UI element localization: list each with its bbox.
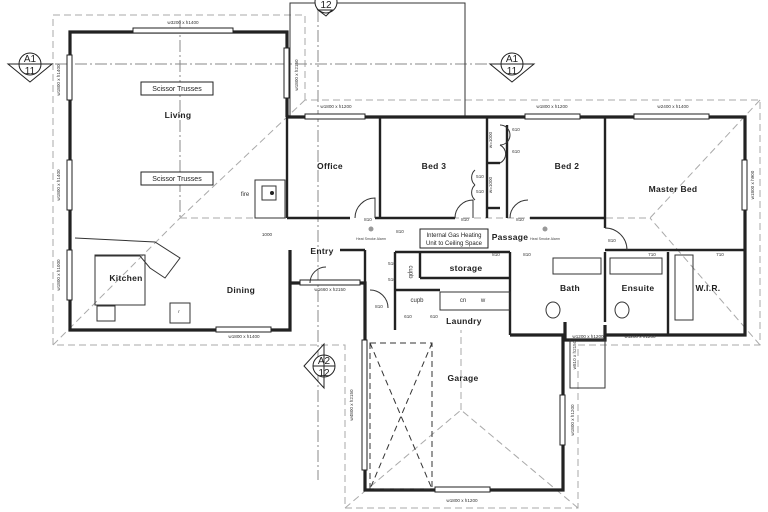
door-size: 810 <box>375 304 383 309</box>
w-label: w <box>480 298 486 304</box>
smoke-alarm-label: Heat Smoke Alarm <box>356 237 386 241</box>
svg-text:w=1000: w=1000 <box>488 131 493 148</box>
cn-label: cn <box>460 298 466 304</box>
room-bed3: Bed 3 <box>422 161 447 171</box>
svg-text:w1800 x h1400: w1800 x h1400 <box>56 169 61 201</box>
marker-bottom: 11 <box>25 66 36 77</box>
svg-text:w1200 x h1200: w1200 x h1200 <box>624 334 656 339</box>
svg-text:w1800 x h1200: w1800 x h1200 <box>446 498 478 503</box>
marker-top: A1 <box>506 54 519 65</box>
door-size: 610 <box>512 127 520 132</box>
door-size: 710 <box>716 252 724 257</box>
door-size: 810 <box>461 217 469 222</box>
room-laundry: Laundry <box>446 316 482 326</box>
door-size: 510 <box>388 261 396 266</box>
section-marker-a1-left: A1 11 <box>6 52 54 83</box>
svg-text:w4800 x h2150: w4800 x h2150 <box>349 389 354 421</box>
room-wir: W.I.R. <box>696 283 721 293</box>
door-size: 510 <box>388 277 396 282</box>
marker-top: A1 <box>24 54 37 65</box>
room-master-bed: Master Bed <box>649 184 698 194</box>
scissor-truss-note: Scissor Trusses <box>152 86 202 93</box>
section-marker-a1-right: A1 11 <box>488 52 536 83</box>
svg-text:w1800 x h2150: w1800 x h2150 <box>294 59 299 91</box>
room-office: Office <box>317 161 343 171</box>
room-kitchen: Kitchen <box>109 273 142 283</box>
door-size: 510 <box>476 189 484 194</box>
room-ensuite: Ensuite <box>622 283 655 293</box>
roof-outline <box>52 14 761 509</box>
doors: 810 810 810 810 810 810 810 710 710 810 … <box>309 124 724 319</box>
svg-text:w1660 x h2150: w1660 x h2150 <box>314 287 346 292</box>
svg-text:w1800 x h1200: w1800 x h1200 <box>536 104 568 109</box>
window-labels: w3200 x h1400 w1800 x h1400 w1800 x h140… <box>56 20 755 503</box>
marker-bottom: 11 <box>507 66 518 77</box>
svg-text:w1200 x h1200: w1200 x h1200 <box>572 334 604 339</box>
svg-text:w1800 x h1400: w1800 x h1400 <box>228 334 260 339</box>
room-living: Living <box>165 110 192 120</box>
svg-text:w1800 x h1200: w1800 x h1200 <box>570 404 575 436</box>
section-marker-a2: A2 12 <box>303 342 336 390</box>
door-size: 610 <box>512 149 520 154</box>
room-garage: Garage <box>447 373 478 383</box>
room-passage: Passage <box>492 232 529 242</box>
svg-text:w810 x h2150: w810 x h2150 <box>572 340 577 369</box>
section-marker-12-top: 12 <box>314 0 338 17</box>
room-entry: Entry <box>310 246 333 256</box>
gas-heating-note: Unit to Ceiling Space <box>426 241 483 247</box>
door-size: 810 <box>608 238 616 243</box>
svg-text:w1800 x h1000: w1800 x h1000 <box>56 259 61 291</box>
svg-text:w=1000: w=1000 <box>488 176 493 193</box>
door-size: 810 <box>523 252 531 257</box>
marker-bottom: 12 <box>320 0 332 11</box>
gas-heating-note: Internal Gas Heating <box>426 233 481 239</box>
scissor-truss-note: Scissor Trusses <box>152 176 202 183</box>
door-size: 510 <box>476 174 484 179</box>
fire-label: fire <box>241 192 250 198</box>
door-size: 810 <box>364 217 372 222</box>
door-size: 610 <box>404 314 412 319</box>
fridge-label: r <box>178 309 180 314</box>
room-bed2: Bed 2 <box>555 161 580 171</box>
door-size: 810 <box>492 252 500 257</box>
marker-top: A2 <box>318 356 331 367</box>
door-size: 810 <box>396 229 404 234</box>
smoke-alarm-label: Heat Smoke Alarm <box>530 237 560 241</box>
door-size: 610 <box>430 314 438 319</box>
room-bath: Bath <box>560 283 580 293</box>
marker-bottom: 12 <box>318 368 330 379</box>
svg-text:w1800 x h1200: w1800 x h1200 <box>320 104 352 109</box>
svg-text:w3200 x h1400: w3200 x h1400 <box>167 20 199 25</box>
door-size: 810 <box>516 217 524 222</box>
dimension-label: 1000 <box>262 232 273 237</box>
windows <box>66 27 748 493</box>
svg-text:w1800 x h1400: w1800 x h1400 <box>56 64 61 96</box>
cupboard-label: cupb <box>407 265 413 279</box>
cupboard-label: cupb <box>410 298 424 304</box>
exterior-walls <box>68 30 747 492</box>
interior-walls <box>74 117 745 490</box>
door-size: 710 <box>648 252 656 257</box>
room-storage: storage <box>450 263 483 273</box>
svg-text:w1800 x h900: w1800 x h900 <box>750 170 755 199</box>
room-dining: Dining <box>227 285 255 295</box>
svg-text:w2400 x h1400: w2400 x h1400 <box>657 104 689 109</box>
